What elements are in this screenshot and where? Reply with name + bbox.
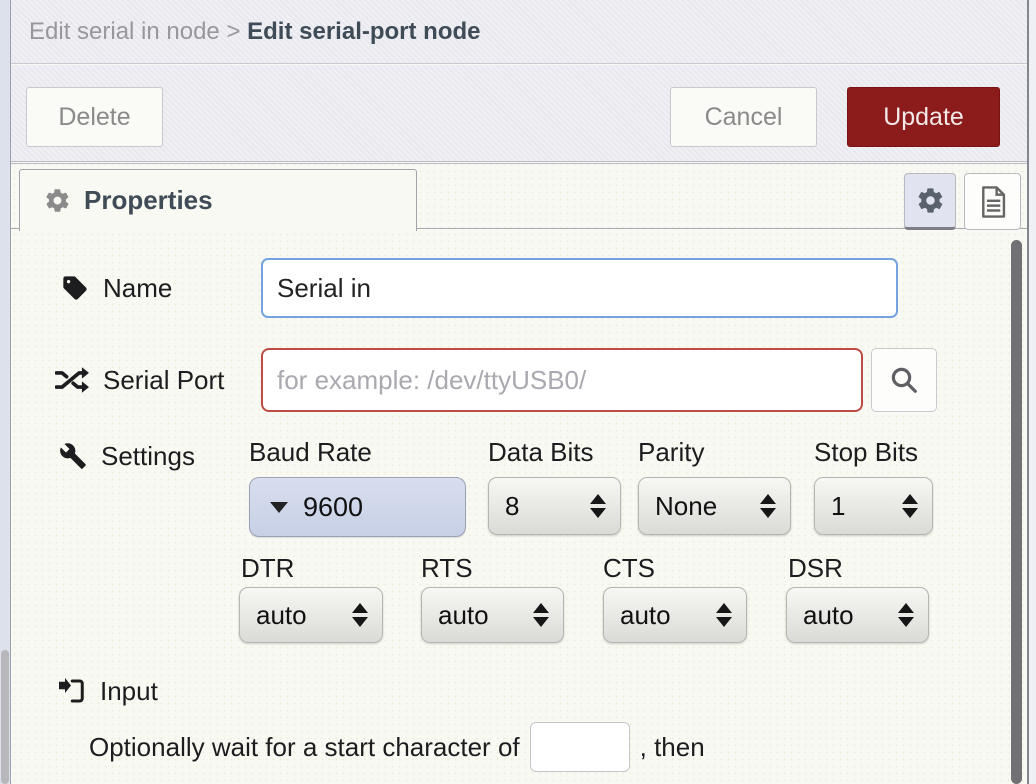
canvas-edge [0,0,10,784]
start-character-input[interactable] [529,722,630,772]
rts-label: RTS [421,553,473,583]
data-bits-select[interactable]: 8 [488,477,621,535]
start-character-row: Optionally wait for a start character of… [89,722,705,772]
tray-scrollbar[interactable] [1011,240,1022,784]
cancel-button[interactable]: Cancel [670,87,817,147]
caret-down-icon [270,501,288,513]
select-arrows-icon [352,603,368,627]
select-arrows-icon [898,603,914,627]
breadcrumb-current: Edit serial-port node [247,17,481,45]
tab-bar: Properties [11,163,1027,231]
input-section-label-text: Input [100,675,158,706]
document-icon [978,185,1008,219]
canvas-scrollbar[interactable] [1,650,9,784]
stop-bits-select[interactable]: 1 [814,477,933,535]
delete-button[interactable]: Delete [26,87,163,147]
tag-icon [61,274,89,302]
edit-tray: Edit serial in node > Edit serial-port n… [10,0,1029,784]
rts-value: auto [438,599,489,630]
tray-toolbar: Delete Cancel Update [11,65,1027,162]
settings-label: Settings [59,438,195,474]
dtr-value: auto [256,599,307,630]
stop-bits-value: 1 [831,490,846,521]
input-section-label: Input [56,675,158,707]
name-input[interactable] [261,258,898,318]
serial-port-label: Serial Port [55,348,224,412]
breadcrumb-parent: Edit serial in node [29,17,220,45]
baud-rate-select[interactable]: 9600 [249,477,466,537]
properties-form: Name Serial Port [11,230,1027,784]
baud-rate-label: Baud Rate [249,437,372,467]
parity-label: Parity [638,437,705,467]
search-port-button[interactable] [871,348,937,412]
sign-in-icon [56,677,86,705]
dsr-select[interactable]: auto [786,587,929,643]
settings-label-text: Settings [101,440,195,471]
stop-bits-label: Stop Bits [814,437,919,467]
breadcrumb-separator: > [219,17,248,45]
breadcrumb: Edit serial in node > Edit serial-port n… [11,0,1027,64]
select-arrows-icon [760,494,776,518]
wrench-icon [59,442,87,470]
name-label-text: Name [103,272,173,303]
cts-value: auto [620,599,671,630]
gear-icon [44,187,71,214]
data-bits-label: Data Bits [488,437,594,467]
serial-port-label-text: Serial Port [103,364,225,395]
cts-select[interactable]: auto [603,587,747,643]
rts-select[interactable]: auto [421,587,564,643]
dtr-label: DTR [241,553,295,583]
cts-label: CTS [603,553,655,583]
baud-rate-value: 9600 [303,491,364,522]
node-description-button[interactable] [964,173,1021,230]
name-label: Name [61,258,172,318]
shuffle-icon [55,365,89,395]
gear-icon [916,186,945,215]
select-arrows-icon [590,494,606,518]
select-arrows-icon [533,603,549,627]
select-arrows-icon [902,494,918,518]
node-settings-button[interactable] [904,173,956,230]
data-bits-value: 8 [505,490,520,521]
serial-port-input[interactable] [261,348,863,412]
dsr-value: auto [803,599,854,630]
update-button[interactable]: Update [847,87,1000,147]
search-icon [889,365,919,395]
dsr-label: DSR [788,553,843,583]
dtr-select[interactable]: auto [239,587,383,643]
select-arrows-icon [716,603,732,627]
wait-text-before: Optionally wait for a start character of [89,731,520,762]
tab-properties[interactable]: Properties [19,169,417,231]
parity-value: None [655,490,718,521]
tab-properties-label: Properties [84,185,213,215]
wait-text-after: , then [639,731,705,762]
parity-select[interactable]: None [638,477,791,535]
